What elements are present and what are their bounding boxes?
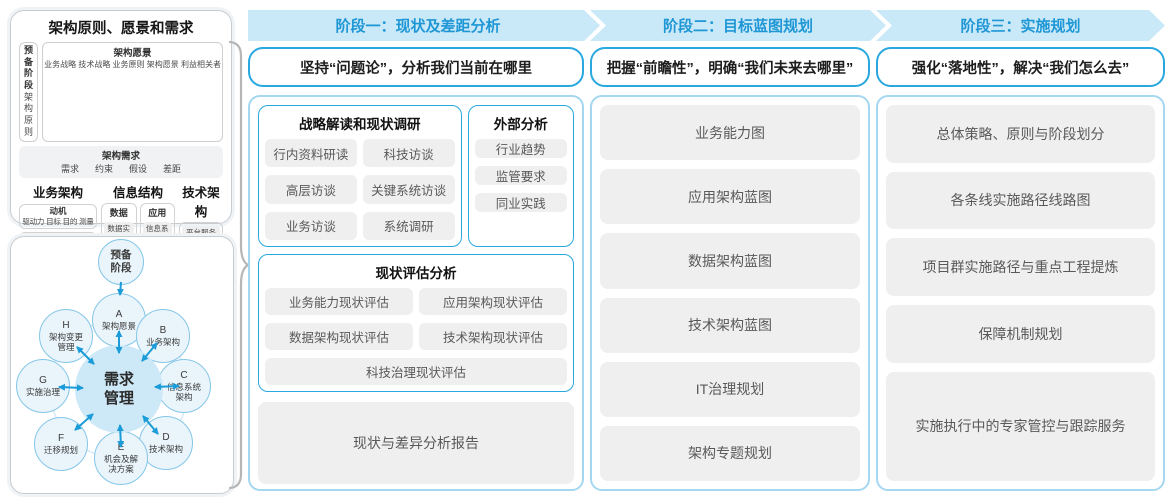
information-structure-title: 信息结构 — [112, 185, 163, 200]
deliverable-box: 实施执行中的专家管控与跟踪服务 — [886, 371, 1155, 481]
strategy-research-box: 战略解读和现状调研 行内资料研读 科技访谈 高层访谈 关键系统访谈 业务访谈 系… — [258, 105, 462, 247]
current-state-assessment-title: 现状评估分析 — [375, 266, 457, 281]
phase-3-card: 总体策略、原则与阶段划分 各条线实施路径线路图 项目群实施路径与重点工程提炼 保… — [876, 95, 1165, 491]
motivation-box: 动机 驱动力 目标 目的 测量 — [19, 203, 97, 229]
group-sub: 驱动力 目标 目的 测量 — [22, 216, 94, 226]
adm-node-f: F 迁移规划 — [34, 417, 88, 471]
adm-node-prep: 预备阶段 — [98, 239, 144, 285]
adm-node-label: 实施治理 — [25, 386, 60, 397]
vision-items: 业务战略 技术战略 业务原则 架构愿景 利益相关者 — [44, 60, 221, 69]
phase-3-header: 阶段三：实施规划 — [960, 18, 1081, 35]
strategy-research-title: 战略解读和现状调研 — [299, 117, 421, 132]
adm-node-h: H 架构变更管理 — [39, 309, 93, 363]
prep-stage-label: 预备阶段 — [24, 45, 34, 91]
adm-node-g: G 实施治理 — [16, 359, 70, 413]
adm-node-e: E 机会及解决方案 — [94, 431, 148, 485]
phase-1-subtitle: 坚持“问题论”，分析我们当前在哪里 — [248, 47, 584, 87]
task-box: 业务访谈 — [265, 211, 357, 240]
deliverable-box: 业务能力图 — [600, 105, 860, 161]
phase-1-band: 阶段一：现状及差距分析 — [248, 10, 600, 41]
deliverable-box: 应用架构蓝图 — [600, 169, 860, 225]
deliverable-box: 技术架构蓝图 — [600, 297, 860, 353]
deliverable-box: 保障机制规划 — [886, 304, 1155, 363]
adm-node-label: 架构变更管理 — [48, 331, 83, 352]
phase-2-header: 阶段二：目标蓝图规划 — [662, 18, 813, 35]
gap-analysis-report-box: 现状与差异分析报告 — [258, 402, 574, 484]
adm-node-b: B 业务架构 — [136, 309, 190, 363]
technology-item: 平台服务 — [182, 225, 220, 240]
adm-node-label: 信息系统架构 — [166, 381, 201, 402]
req-item: 差距 — [163, 163, 182, 174]
external-analysis-title: 外部分析 — [493, 117, 548, 132]
task-box: 应用架构现状评估 — [419, 288, 567, 315]
current-state-assessment-box: 现状评估分析 业务能力现状评估 应用架构现状评估 数据架构现状评估 技术架构现状… — [258, 254, 574, 392]
prep-stage-box: 预备阶段 架构原则 — [19, 42, 39, 142]
architecture-requirements-box: 架构需求 需求 约束 假设 差距 — [19, 145, 223, 178]
principles-vision-card: 架构原则、愿景和需求 预备阶段 架构原则 架构愿景 业务战略 技术战略 业务原则… — [10, 10, 232, 341]
deliverable-box: 项目群实施路径与重点工程提炼 — [886, 238, 1155, 296]
task-box: 关键系统访谈 — [362, 175, 455, 204]
group-title: 动机 — [49, 205, 67, 216]
task-box: 监管要求 — [474, 166, 567, 185]
task-box: 数据架构现状评估 — [265, 323, 413, 350]
phase-3-subtitle: 强化“落地性”，解决“我们怎么去” — [876, 47, 1165, 87]
adm-center-requirements-management: 需求管理 — [75, 345, 163, 433]
adm-node-label: 架构愿景 — [101, 320, 136, 331]
adm-node-label: 预备阶段 — [110, 248, 132, 274]
phase-1-header: 阶段一：现状及差距分析 — [335, 18, 501, 35]
requirements-title: 架构需求 — [101, 150, 140, 162]
deliverable-box: 各条线实施路径线路图 — [886, 171, 1155, 230]
adm-node-letter: H — [62, 319, 70, 331]
adm-node-label: 业务架构 — [145, 336, 180, 347]
deliverable-box: 数据架构蓝图 — [600, 233, 860, 289]
deliverable-box: 总体策略、原则与阶段划分 — [886, 105, 1155, 163]
adm-node-label: 技术架构 — [148, 443, 183, 454]
adm-node-letter: G — [39, 374, 47, 386]
task-box: 科技访谈 — [362, 139, 455, 168]
task-box: 行内资料研读 — [265, 139, 357, 168]
vision-title: 架构愿景 — [113, 48, 152, 59]
data-title: 数据 — [109, 207, 128, 218]
task-box: 业务能力现状评估 — [265, 288, 413, 315]
adm-node-letter: E — [117, 441, 125, 453]
technology-architecture-title: 技术架构 — [182, 185, 220, 219]
phase-2-subtitle: 把握“前瞻性”，明确“我们未来去哪里” — [590, 47, 870, 87]
prep-vision-row: 预备阶段 架构原则 架构愿景 业务战略 技术战略 业务原则 架构愿景 利益相关者 — [19, 42, 223, 142]
req-item: 约束 — [94, 163, 113, 174]
architecture-vision-box: 架构愿景 业务战略 技术战略 业务原则 架构愿景 利益相关者 — [42, 42, 223, 142]
adm-center-label: 需求管理 — [103, 370, 134, 408]
adm-node-letter: C — [180, 369, 188, 381]
task-box: 行业趋势 — [474, 139, 567, 158]
external-analysis-box: 外部分析 行业趋势 监管要求 同业实践 — [467, 105, 574, 247]
phase-2-card: 业务能力图 应用架构蓝图 数据架构蓝图 技术架构蓝图 IT治理规划 架构专题规划 — [590, 95, 870, 491]
adm-node-letter: A — [115, 308, 123, 320]
task-box: 同业实践 — [474, 193, 567, 212]
task-box: 技术架构现状评估 — [419, 323, 567, 350]
task-box: 科技治理现状评估 — [265, 358, 567, 385]
adm-node-c: C 信息系统架构 — [157, 359, 211, 413]
business-architecture-title: 业务架构 — [32, 185, 83, 200]
prep-principle-label: 架构原则 — [24, 91, 34, 137]
phase-3-band: 阶段三：实施规划 — [876, 10, 1165, 41]
req-item: 需求 — [60, 163, 79, 174]
deliverable-box: 架构专题规划 — [600, 425, 860, 482]
application-title: 应用 — [148, 207, 167, 218]
adm-node-label: 迁移规划 — [43, 444, 78, 455]
adm-node-letter: D — [162, 431, 170, 443]
adm-node-letter: F — [57, 432, 65, 444]
adm-node-label: 机会及解决方案 — [103, 453, 138, 474]
req-item: 假设 — [129, 163, 148, 174]
deliverable-box: IT治理规划 — [600, 361, 860, 417]
task-box: 系统调研 — [362, 211, 455, 240]
task-box: 高层访谈 — [265, 175, 357, 204]
requirements-items: 需求 约束 假设 差距 — [19, 162, 223, 175]
principles-card-title: 架构原则、愿景和需求 — [48, 21, 194, 37]
phase-2-band: 阶段二：目标蓝图规划 — [590, 10, 886, 41]
phase-1-card: 战略解读和现状调研 行内资料研读 科技访谈 高层访谈 关键系统访谈 业务访谈 系… — [248, 95, 584, 491]
adm-cycle: 预备阶段 A 架构愿景 B 业务架构 C 信息系统架构 D 技术架构 E 机会及… — [11, 237, 233, 493]
adm-node-letter: B — [159, 324, 167, 336]
adm-cycle-card: 预备阶段 A 架构愿景 B 业务架构 C 信息系统架构 D 技术架构 E 机会及… — [10, 236, 234, 494]
